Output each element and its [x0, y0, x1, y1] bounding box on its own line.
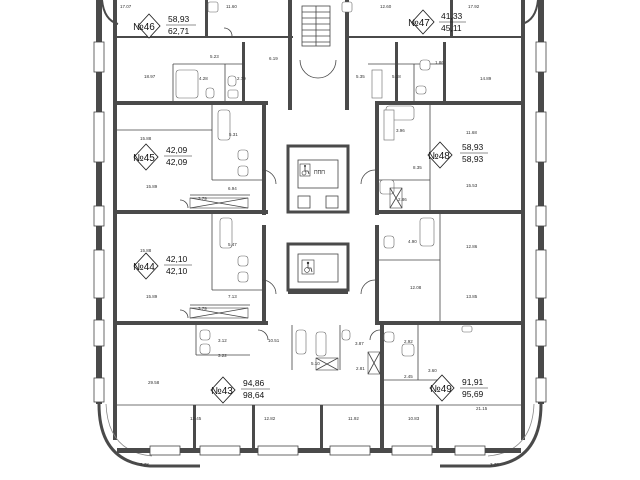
- apartment-area-1: 41,33: [441, 11, 463, 21]
- doors: [179, 27, 381, 341]
- apartment-area-1: 91,91: [462, 377, 484, 387]
- apartment-area-2: 45,11: [441, 23, 462, 33]
- apartment-area-2: 62,71: [168, 26, 190, 36]
- room-area: 11.60: [226, 4, 237, 9]
- room-area: 4.28: [199, 76, 208, 81]
- apartment-number: №46: [133, 22, 155, 33]
- apartment-area-2: 42,10: [166, 266, 188, 276]
- apartment-area-2: 95,69: [462, 389, 484, 399]
- apartment-area-1: 58,93: [462, 142, 484, 152]
- lift-label: ППП: [314, 170, 325, 176]
- room-area: 7.13: [228, 294, 237, 299]
- room-area: 13.85: [466, 294, 478, 299]
- apartment-number: №48: [428, 151, 450, 162]
- wheelchair-icon: [301, 259, 315, 275]
- room-area: 5.10: [311, 361, 320, 366]
- room-area: 3.96: [396, 128, 405, 133]
- room-area: 3.12: [218, 338, 227, 343]
- room-area: 21.15: [476, 406, 488, 411]
- room-area: 15.89: [146, 294, 158, 299]
- room-area: 17.92: [468, 4, 480, 9]
- outer-walls: [93, 0, 547, 468]
- room-area: 6.94: [228, 186, 237, 191]
- room-area: 3.78: [140, 462, 149, 467]
- room-area: 3.79: [198, 196, 207, 201]
- room-area: 15.88: [140, 136, 152, 141]
- room-area: 10.51: [268, 338, 280, 343]
- room-labels: 17.07 11.60 12.60 17.92 5.23 6.19 5.35 5…: [120, 4, 499, 467]
- staircase: [301, 5, 331, 47]
- room-area: 1.86: [435, 60, 444, 65]
- apartment-number: №47: [408, 18, 430, 29]
- fixtures: [175, 1, 473, 357]
- room-area: 3.60: [428, 368, 437, 373]
- room-area: 5.18: [392, 74, 401, 79]
- room-area: 12.82: [264, 416, 276, 421]
- room-area: 4.90: [408, 239, 417, 244]
- room-area: 5.35: [356, 74, 365, 79]
- room-area: 3.22: [218, 353, 227, 358]
- partitions: [117, 63, 521, 406]
- room-area: 12.60: [380, 4, 392, 9]
- interior-walls: [113, 0, 525, 450]
- apartment-number: №43: [211, 386, 233, 397]
- apartment-48: №48 58,93 58,93: [427, 141, 488, 169]
- room-area: 6.19: [269, 56, 278, 61]
- room-area: 3.87: [355, 341, 364, 346]
- room-area: 11.68: [466, 130, 477, 135]
- apartment-area-1: 42,09: [166, 145, 188, 155]
- room-area: 2.92: [404, 339, 413, 344]
- room-area: 10.83: [408, 416, 420, 421]
- room-area: 18.97: [144, 74, 156, 79]
- room-area: 5.31: [229, 132, 238, 137]
- apartment-47: №47 41,33 45,11: [408, 9, 466, 35]
- room-area: 15.53: [466, 183, 478, 188]
- room-area: 29.58: [148, 380, 160, 385]
- room-area: 2.45: [404, 374, 413, 379]
- apartment-area-2: 42,09: [166, 157, 188, 167]
- apartment-area-2: 98,64: [243, 390, 265, 400]
- room-area: 2.81: [356, 366, 365, 371]
- room-area: 3.78: [490, 462, 499, 467]
- apartment-area-1: 42,10: [166, 254, 188, 264]
- room-area: 2.79: [237, 76, 246, 81]
- room-area: 2.86: [398, 197, 407, 202]
- room-area: 12.86: [466, 244, 478, 249]
- apartment-number: №44: [133, 262, 155, 273]
- apartment-number: №49: [430, 384, 452, 395]
- room-area: 8.35: [413, 165, 422, 170]
- room-area: 11.92: [348, 416, 359, 421]
- room-area: 14.89: [480, 76, 492, 81]
- apartment-number: №45: [133, 153, 155, 164]
- apartment-49: №49 91,91 95,69: [429, 374, 488, 402]
- room-area: 15.89: [146, 184, 158, 189]
- room-area: 5.47: [228, 242, 237, 247]
- room-area: 15.88: [140, 248, 152, 253]
- lift-lower: [286, 242, 350, 292]
- room-area: 12.08: [410, 285, 422, 290]
- room-area: 12.45: [190, 416, 202, 421]
- apartment-area-2: 58,93: [462, 154, 484, 164]
- apartment-43: №43 94,86 98,64: [210, 376, 270, 404]
- apartment-area-1: 58,93: [168, 14, 190, 24]
- balcony-hatches: [189, 187, 403, 375]
- apartment-45: №45 42,09 42,09: [133, 143, 192, 171]
- wheelchair-icon: [299, 163, 311, 177]
- apartment-area-1: 94,86: [243, 378, 265, 388]
- room-area: 3.79: [198, 306, 207, 311]
- lift-upper: [286, 144, 350, 214]
- room-area: 17.07: [120, 4, 132, 9]
- room-area: 5.23: [210, 54, 219, 59]
- apartment-46: №46 58,93 62,71: [133, 13, 196, 39]
- apartment-44: №44 42,10 42,10: [133, 252, 192, 280]
